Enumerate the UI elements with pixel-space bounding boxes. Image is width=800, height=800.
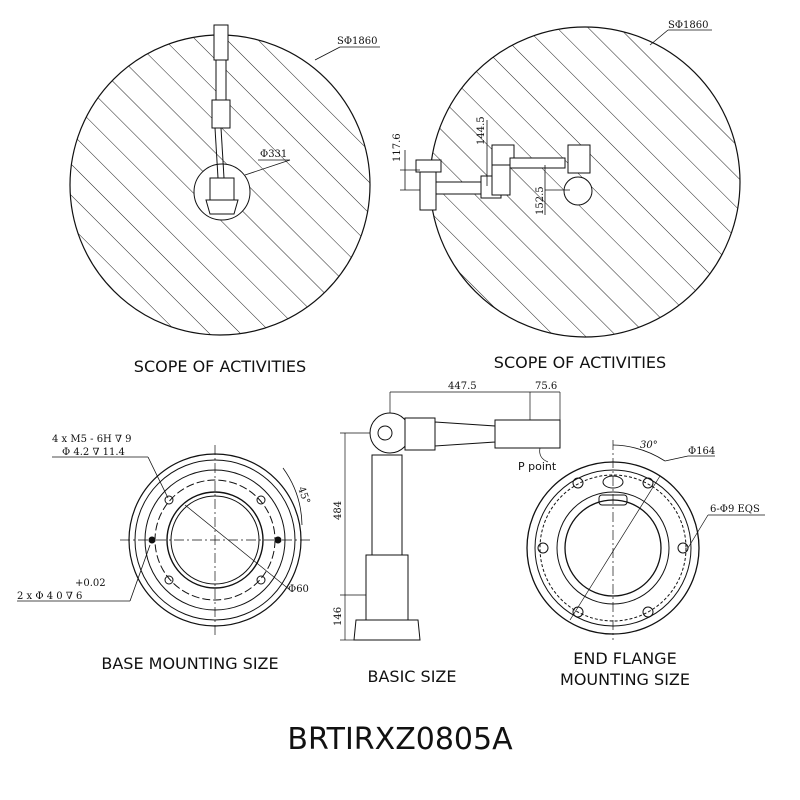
p-point-label: P point <box>518 460 557 473</box>
arm-length-dim: 447.5 <box>448 381 477 392</box>
end-flange-title-2: MOUNTING SIZE <box>560 670 690 689</box>
thread-note-1: 4 x M5 - 6H ∇ 9 <box>52 434 131 445</box>
pin-tolerance: +0.02 <box>75 578 106 589</box>
height-upper-dim: 484 <box>333 501 344 520</box>
end-flange-diagram <box>526 440 765 640</box>
sphere-label: SΦ1860 <box>668 20 709 31</box>
basic-size-diagram <box>340 391 561 641</box>
base-circle-label: Φ331 <box>260 149 287 160</box>
sphere-label: SΦ1860 <box>337 36 378 47</box>
flange-holes: 6-Φ9 EQS <box>710 504 760 515</box>
height-base-dim: 146 <box>333 607 344 626</box>
robot-arm-top-view <box>205 24 239 215</box>
scope-right-title: SCOPE OF ACTIVITIES <box>494 353 666 372</box>
pin-note: 2 x Φ 4 0 ∇ 6 <box>17 591 82 602</box>
end-flange-title-1: END FLANGE <box>573 649 676 668</box>
scope-right-diagram: 117.6 144.5 152.5 SΦ1860 SCOPE OF ACTIVI… <box>392 20 741 372</box>
model-number: BRTIRXZ0805A <box>287 722 513 757</box>
dim-152-5: 152.5 <box>535 186 546 215</box>
robot-arm-side-view <box>415 144 593 211</box>
angle-45: 45° <box>295 485 311 505</box>
tool-offset-dim: 75.6 <box>535 381 557 392</box>
flange-pcd: Φ164 <box>688 446 715 457</box>
dim-117-6: 117.6 <box>392 133 403 162</box>
base-mounting-diagram <box>17 445 310 635</box>
flange-angle: 30° <box>640 440 658 451</box>
scope-left-diagram: Φ331 SΦ1860 SCOPE OF ACTIVITIES <box>69 24 380 376</box>
dim-144-5: 144.5 <box>476 116 487 145</box>
basic-size-title: BASIC SIZE <box>368 667 457 686</box>
inner-diameter: Φ60 <box>288 584 309 595</box>
thread-note-2: Φ 4.2 ∇ 11.4 <box>62 447 125 458</box>
base-mounting-title: BASE MOUNTING SIZE <box>101 654 278 673</box>
scope-left-title: SCOPE OF ACTIVITIES <box>134 357 306 376</box>
